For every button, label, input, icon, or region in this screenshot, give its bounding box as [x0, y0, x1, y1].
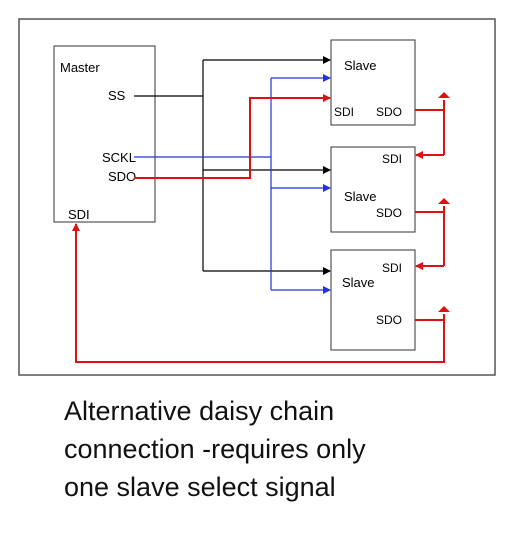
master-box: [53, 45, 156, 223]
slave-1-title: Slave: [344, 58, 377, 73]
caption-line-3: one slave select signal: [64, 472, 336, 502]
slave-3-box: [330, 249, 416, 351]
slave-3-title: Slave: [342, 275, 375, 290]
slave-2-title: Slave: [344, 189, 377, 204]
slave-2-sdi-label: SDI: [382, 152, 402, 166]
slave-3-block: SDI Slave SDO: [330, 249, 416, 351]
sckl-line: [134, 74, 331, 294]
slave-2-block: SDI Slave SDO: [330, 146, 416, 233]
caption: Alternative daisy chain connection -requ…: [64, 392, 494, 506]
diagram-frame: Master SS SCKL SDO SDI Slave SDI SDO SDI…: [18, 18, 496, 376]
slave-2-box: [330, 146, 416, 233]
master-sdo-label: SDO: [108, 169, 136, 184]
slave-1-box: [330, 39, 416, 126]
master-sdi-label: SDI: [68, 207, 90, 222]
slave-1-sdi-label: SDI: [334, 105, 354, 119]
master-sckl-label: SCKL: [102, 150, 136, 165]
slave-1-block: Slave SDI SDO: [330, 39, 416, 126]
caption-line-2: connection -requires only: [64, 434, 366, 464]
slave-3-sdi-label: SDI: [382, 261, 402, 275]
data-chain-line: [72, 94, 445, 363]
ss-line: [134, 56, 331, 275]
chain-arrowheads: [438, 92, 450, 312]
slave-3-sdo-label: SDO: [376, 313, 402, 327]
master-ss-label: SS: [108, 88, 126, 103]
master-title: Master: [60, 60, 100, 75]
slave-2-sdo-label: SDO: [376, 206, 402, 220]
caption-line-1: Alternative daisy chain: [64, 396, 335, 426]
master-block: Master SS SCKL SDO SDI: [53, 45, 156, 223]
slave-1-sdo-label: SDO: [376, 105, 402, 119]
